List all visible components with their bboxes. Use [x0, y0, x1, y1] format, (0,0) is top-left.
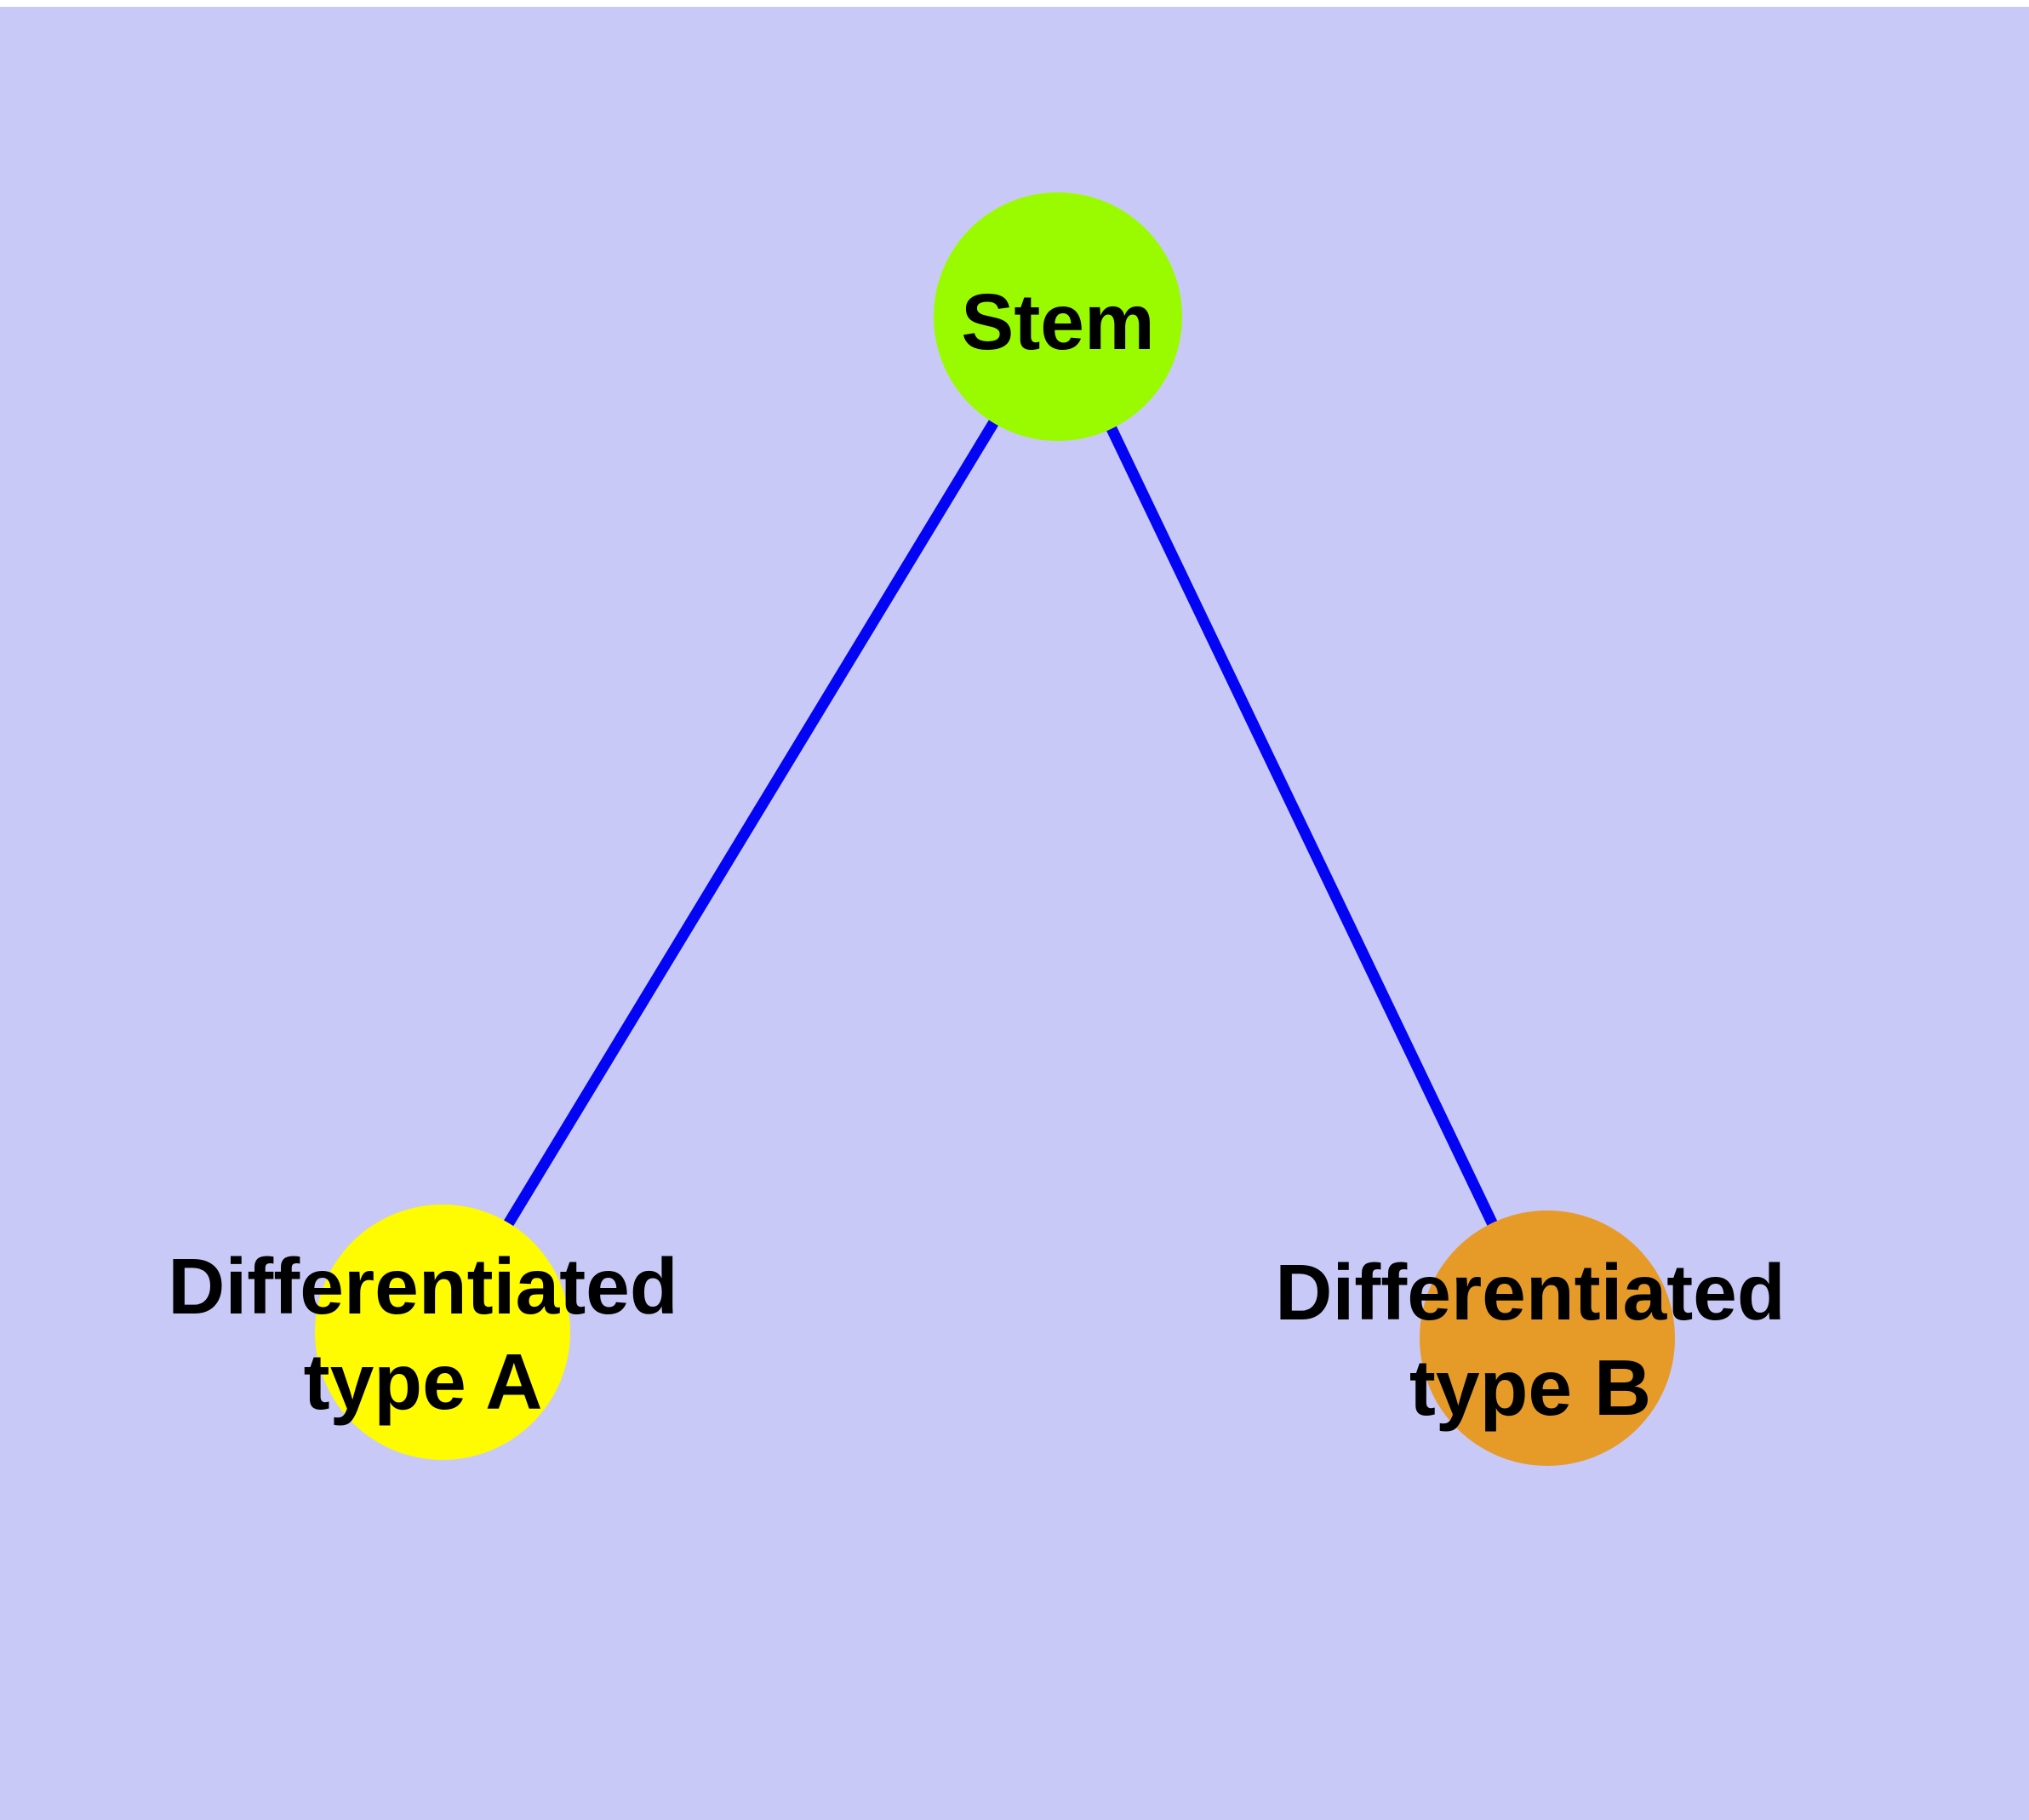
node-type-a-label[interactable]: Differentiated type A — [168, 1239, 677, 1429]
node-type-b-circle[interactable] — [1420, 1210, 1675, 1466]
edge-stem-to-type-a[interactable] — [437, 313, 1063, 1336]
edge-stem-to-type-b[interactable] — [1053, 314, 1552, 1341]
node-type-a-circle[interactable] — [315, 1205, 570, 1460]
node-type-a-label-line1: Differentiated — [168, 1242, 678, 1331]
node-type-a-label-line2: type A — [303, 1337, 543, 1426]
node-type-b-label[interactable]: Differentiated type B — [1275, 1245, 1785, 1435]
node-stem-circle[interactable] — [934, 192, 1182, 441]
node-type-b-label-line1: Differentiated — [1275, 1248, 1786, 1336]
node-stem-label-text: Stem — [961, 278, 1155, 366]
node-stem-label[interactable]: Stem — [961, 274, 1154, 369]
node-type-b-label-line2: type B — [1409, 1343, 1652, 1432]
